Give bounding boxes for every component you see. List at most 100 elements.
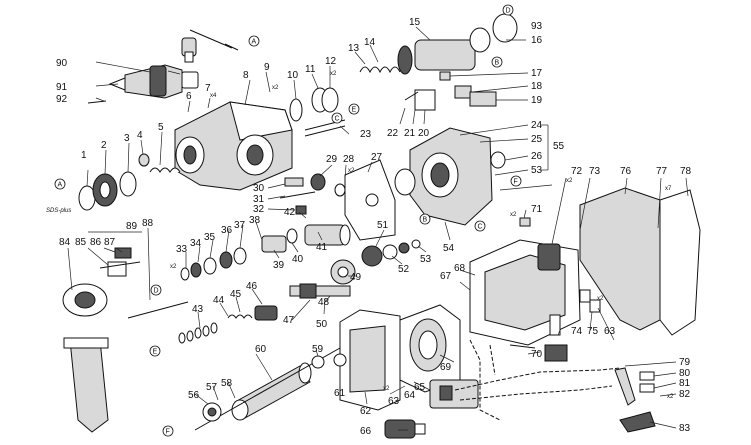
part-label: 33 [176,244,188,255]
part-label: 89 [126,221,138,232]
ref-D-top: D [502,4,514,16]
quantity-notes: x2 x4 x2 x2 x2 x2 x2 x7 x2 x2 x2 SDS-plu… [46,71,674,400]
ref-E-left: E [149,345,161,357]
spindle-assembly-43-46 [178,305,278,344]
part-label: 63 [604,326,616,337]
part-label: 90 [56,58,68,69]
part-label: 82 [679,389,691,400]
part-label: 77 [656,166,668,177]
cable-plug [384,419,426,439]
part-label: 78 [680,166,692,177]
svg-text:C: C [478,224,483,231]
part-label: 36 [221,225,233,236]
part-label: 72 [571,166,583,177]
part-32 [295,205,307,215]
qty-9: x2 [272,85,279,91]
intermediate-shaft [304,224,351,246]
ref-A-left: A [54,178,66,190]
part-label: 62 [360,406,372,417]
part-label: 86 [90,237,102,248]
leader-lines [67,26,689,431]
cable-and-strain-relief [614,367,656,433]
spindle-assembly-33-40 [180,228,298,281]
qty-77: x7 [665,186,672,192]
part-label: 42 [284,207,296,218]
part-label: 10 [287,70,299,81]
wiring [454,339,621,421]
part-drawings [62,13,701,439]
main-spindle [289,283,351,299]
part-label: 20 [418,128,430,139]
part-label: 76 [620,166,632,177]
part-label: 65 [414,382,426,393]
part-label: 47 [283,315,295,326]
part-label: 67 [440,271,452,282]
part-label: 3 [124,133,130,144]
part-label: 45 [230,289,242,300]
part-label: 19 [531,95,543,106]
part-label: 7 [205,83,211,94]
part-label: 88 [142,218,154,229]
part-label: 60 [255,344,267,355]
ref-C-mid: C [474,220,486,232]
svg-text:C: C [335,116,340,123]
part-label: 56 [188,390,200,401]
part-label: 53 [531,165,543,176]
part-label: 50 [316,319,328,330]
part-label: 26 [531,151,543,162]
part-label: 40 [292,254,304,265]
part-number-labels: 1 2 3 4 5 6 7 8 9 10 11 12 13 14 15 16 1… [56,17,692,437]
field-coil [399,304,461,393]
part-label: 17 [531,68,543,79]
part-label: 1 [81,150,87,161]
part-label: 34 [190,238,202,249]
qty-28: x2 [348,168,355,174]
part-label: 35 [204,232,216,243]
part-label: 8 [243,70,249,81]
part-label: 83 [679,423,691,434]
gear-train [330,239,421,285]
part-label: 61 [334,388,346,399]
part-label: 18 [531,81,543,92]
depth-rod [127,301,189,319]
ref-A-top: A [248,35,260,47]
svg-text:A: A [58,182,63,189]
drill-chuck [108,64,199,99]
part-label: 59 [312,344,324,355]
part-label: 80 [679,368,691,379]
spindle-rings-left [78,153,181,211]
qty-7: x4 [210,93,217,99]
part-label: 23 [360,129,372,140]
part-label: 12 [325,56,337,67]
part-label: 31 [253,194,265,205]
part-label: 70 [531,349,543,360]
part-label: 49 [350,272,362,283]
qty-71: x2 [510,212,517,218]
part-label: 6 [186,91,192,102]
part-label: 21 [404,128,416,139]
part-label: 29 [326,154,338,165]
svg-text:E: E [153,349,158,356]
ref-D-left: D [150,284,162,296]
gear-housing [174,101,293,191]
ref-E-top: E [348,103,360,115]
svg-text:B: B [495,60,500,67]
part-label: 64 [404,390,416,401]
part-label: 52 [398,264,410,275]
selector-parts [404,71,497,111]
part-label: 66 [360,426,372,437]
svg-text:F: F [514,179,518,186]
trigger-switch [429,379,479,409]
part-label: 69 [440,362,452,373]
part-label: 58 [221,378,233,389]
rear-handle [579,187,701,336]
part-label: 68 [454,263,466,274]
armature [194,347,347,431]
qty-72: x2 [566,178,573,184]
part-label: 54 [443,243,455,254]
part-label: 75 [587,326,599,337]
motor-housing [469,239,581,346]
ring-26 [490,151,506,169]
part-label: 32 [253,204,265,215]
